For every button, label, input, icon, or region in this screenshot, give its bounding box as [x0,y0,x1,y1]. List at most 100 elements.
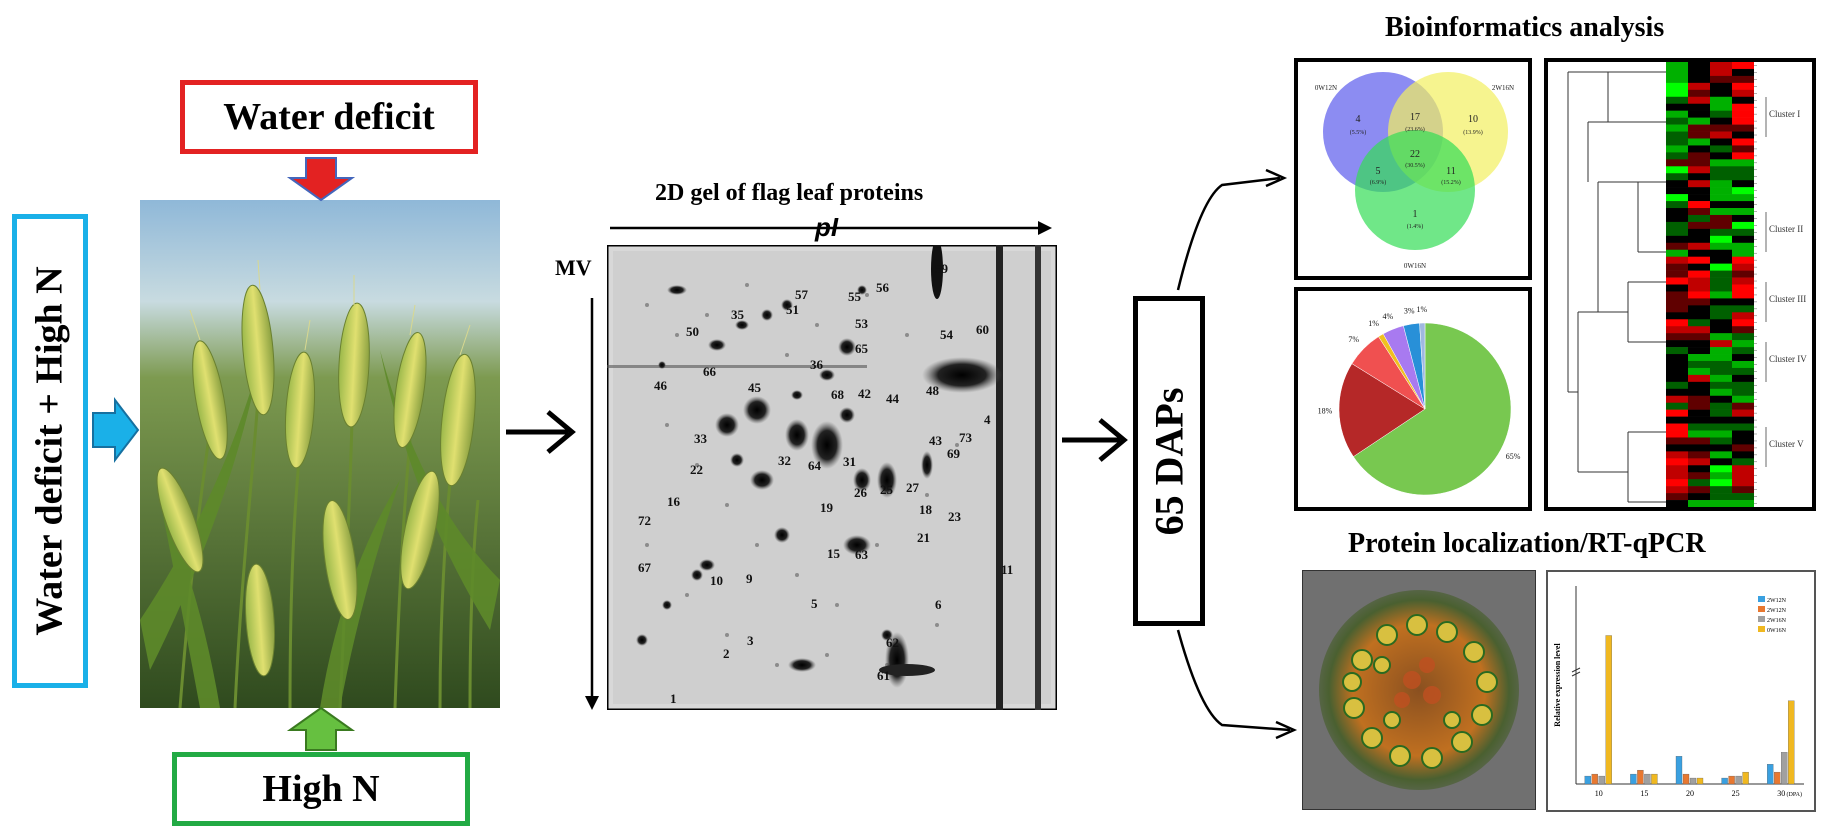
heatmap-cell [1666,277,1688,285]
heatmap-cell [1710,465,1732,473]
heatmap-cell [1666,208,1688,216]
venn-region-c-pct: (1.4%) [1407,223,1424,230]
heatmap-cell [1710,235,1732,244]
heatmap-cell [1732,409,1754,417]
heatmap-cell [1710,152,1732,160]
heatmap-cell [1688,388,1710,397]
legend-swatch [1758,606,1765,612]
heatmap-cell [1710,221,1732,230]
heatmap-cell [1666,465,1688,473]
heatmap-cell [1688,472,1710,480]
heatmap-cell [1666,270,1688,278]
heatmap-cell [1732,152,1754,160]
legend-swatch [1758,596,1765,602]
heatmap-cell [1710,319,1732,327]
heatmap-cell [1710,145,1732,153]
x-tick-label: 15 [1640,789,1648,798]
heatmap-cell [1732,312,1754,320]
legend-label: 2W12N [1767,598,1787,604]
heatmap-cell [1688,409,1710,417]
heatmap-cell [1710,500,1732,507]
heatmap-cell [1666,75,1688,84]
heatmap-cell [1732,242,1754,251]
heatmap-cell [1688,354,1710,362]
heatmap-cell [1710,201,1732,209]
heatmap-cell [1732,117,1754,125]
heatmap-cell [1732,381,1754,390]
heatmap-cell [1732,96,1754,105]
heatmap-cell [1666,472,1688,480]
heatmap-cell [1666,194,1688,202]
heatmap-cell [1710,333,1732,341]
wheat-field-photo [140,200,500,708]
bar [1644,773,1651,785]
heatmap-cell [1710,381,1732,390]
arrow-to-gel-icon [546,410,576,454]
heatmap-cell [1688,124,1710,132]
heatmap-cell [1666,347,1688,355]
heatmap-cell [1666,430,1688,438]
pie-slice-label: 3% [1404,306,1415,315]
bar [1675,756,1683,785]
heatmap-cell [1688,430,1710,438]
heatmap-cell [1666,138,1688,146]
heatmap-cell [1732,430,1754,438]
heatmap-cell [1688,221,1710,230]
heatmap-cell [1688,201,1710,209]
heatmap-cell [1732,340,1754,348]
heatmap-cell [1666,110,1688,118]
venn-set-label-1: 2W16N [1492,84,1514,92]
heatmap-cell [1688,270,1710,278]
heatmap-cell [1710,62,1732,70]
bar [1742,771,1749,785]
blue-arrow-icon [92,397,140,463]
heatmap-cell [1688,458,1710,466]
heatmap-cell [1666,374,1688,383]
dendrogram [1567,71,1666,503]
heatmap-cell [1732,235,1754,244]
heatmap-cell [1710,110,1732,118]
arrow-to-localization-icon [1275,720,1298,740]
heatmap-cell [1666,159,1688,167]
heatmap-cell [1688,75,1710,84]
axis-break [1571,671,1581,677]
heatmap-cell [1732,305,1754,313]
heatmap-cell [1688,360,1710,369]
heatmap-cell [1710,305,1732,313]
heatmap-cell [1732,458,1754,466]
bar [1767,764,1774,785]
high-n-box: High N [172,752,470,826]
heatmap-cell [1688,500,1710,507]
heatmap-cluster-label: Cluster II [1769,224,1803,234]
heatmap-cell [1710,277,1732,285]
heatmap-cell [1666,228,1688,237]
heatmap-cell [1688,82,1710,91]
heatmap-cell [1732,479,1754,487]
heatmap-cell [1666,360,1688,369]
venn-region-ab-pct: (23.6%) [1405,126,1425,133]
heatmap-cell [1732,82,1754,91]
heatmap-cell [1688,68,1710,77]
heatmap-cell [1710,166,1732,174]
heatmap-cell [1732,270,1754,278]
heatmap-cell [1666,479,1688,487]
heatmap-cell [1666,486,1688,494]
bar [1735,775,1742,785]
pie-slice-label: 7% [1348,335,1359,344]
heatmap-cell [1688,298,1710,306]
heatmap-cell [1732,374,1754,383]
heatmap-cluster-label: Cluster I [1769,109,1800,119]
heatmap-cell [1732,194,1754,202]
heatmap-cell [1732,201,1754,209]
venn-region-ac-count: 5 [1376,166,1381,177]
x-tick-label: 20 [1686,789,1694,798]
venn-region-bc-count: 11 [1446,166,1456,177]
heatmap-cell [1666,437,1688,445]
legend-swatch [1758,626,1765,632]
heatmap-cell [1688,486,1710,494]
heatmap-cell [1710,486,1732,494]
x-tick-label: 10 [1595,789,1603,798]
heatmap-cell [1732,173,1754,181]
heatmap-cell [1688,305,1710,313]
heatmap-cell [1732,110,1754,118]
